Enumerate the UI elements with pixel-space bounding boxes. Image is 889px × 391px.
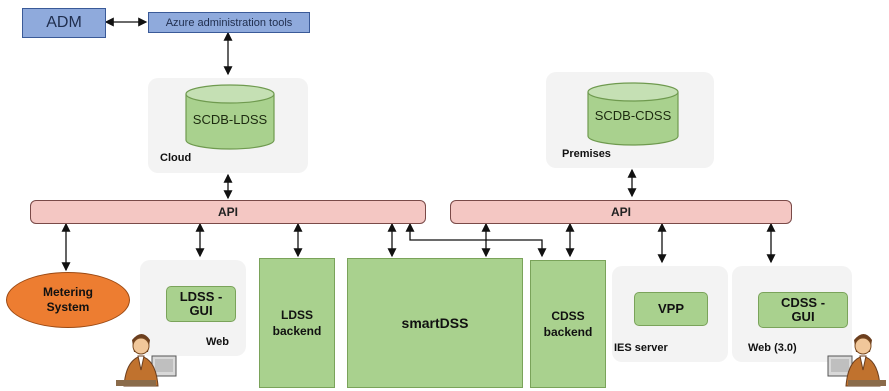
ies-server-label: IES server (614, 342, 668, 354)
scdb-cdss-database: SCDB-CDSS (586, 82, 680, 146)
api-cdss-backend-crossing-arrow (405, 222, 547, 258)
scdb-ldss-database: SCDB-LDSS (184, 84, 276, 150)
scdb-cdss-label: SCDB-CDSS (594, 108, 672, 123)
ldss-gui-box: LDSS - GUI (166, 286, 236, 322)
user-at-computer-icon (116, 334, 177, 387)
metering-system-label: Metering System (42, 285, 93, 314)
database-cylinder-icon (587, 82, 679, 146)
api-bar-left: API (30, 200, 426, 224)
database-cylinder-icon (185, 84, 275, 150)
smartdss-box: smartDSS (347, 258, 523, 388)
azure-tools-box: Azure administration tools (148, 12, 310, 33)
ldss-gui-context-label: Web (206, 336, 230, 348)
vpp-box: VPP (634, 292, 708, 326)
ldss-backend-box: LDSS backend (259, 258, 335, 388)
adm-box: ADM (22, 8, 106, 38)
cloud-label: Cloud (160, 152, 192, 164)
premises-label: Premises (562, 148, 611, 160)
metering-system-node: Metering System (6, 272, 130, 328)
cdss-gui-box: CDSS - GUI (758, 292, 848, 328)
cdss-backend-box: CDSS backend (530, 260, 606, 388)
user-at-computer-icon (827, 334, 886, 387)
api-bar-right: API (450, 200, 792, 224)
scdb-ldss-label: SCDB-LDSS (192, 112, 268, 127)
cdss-gui-context-label: Web (3.0) (748, 342, 797, 354)
